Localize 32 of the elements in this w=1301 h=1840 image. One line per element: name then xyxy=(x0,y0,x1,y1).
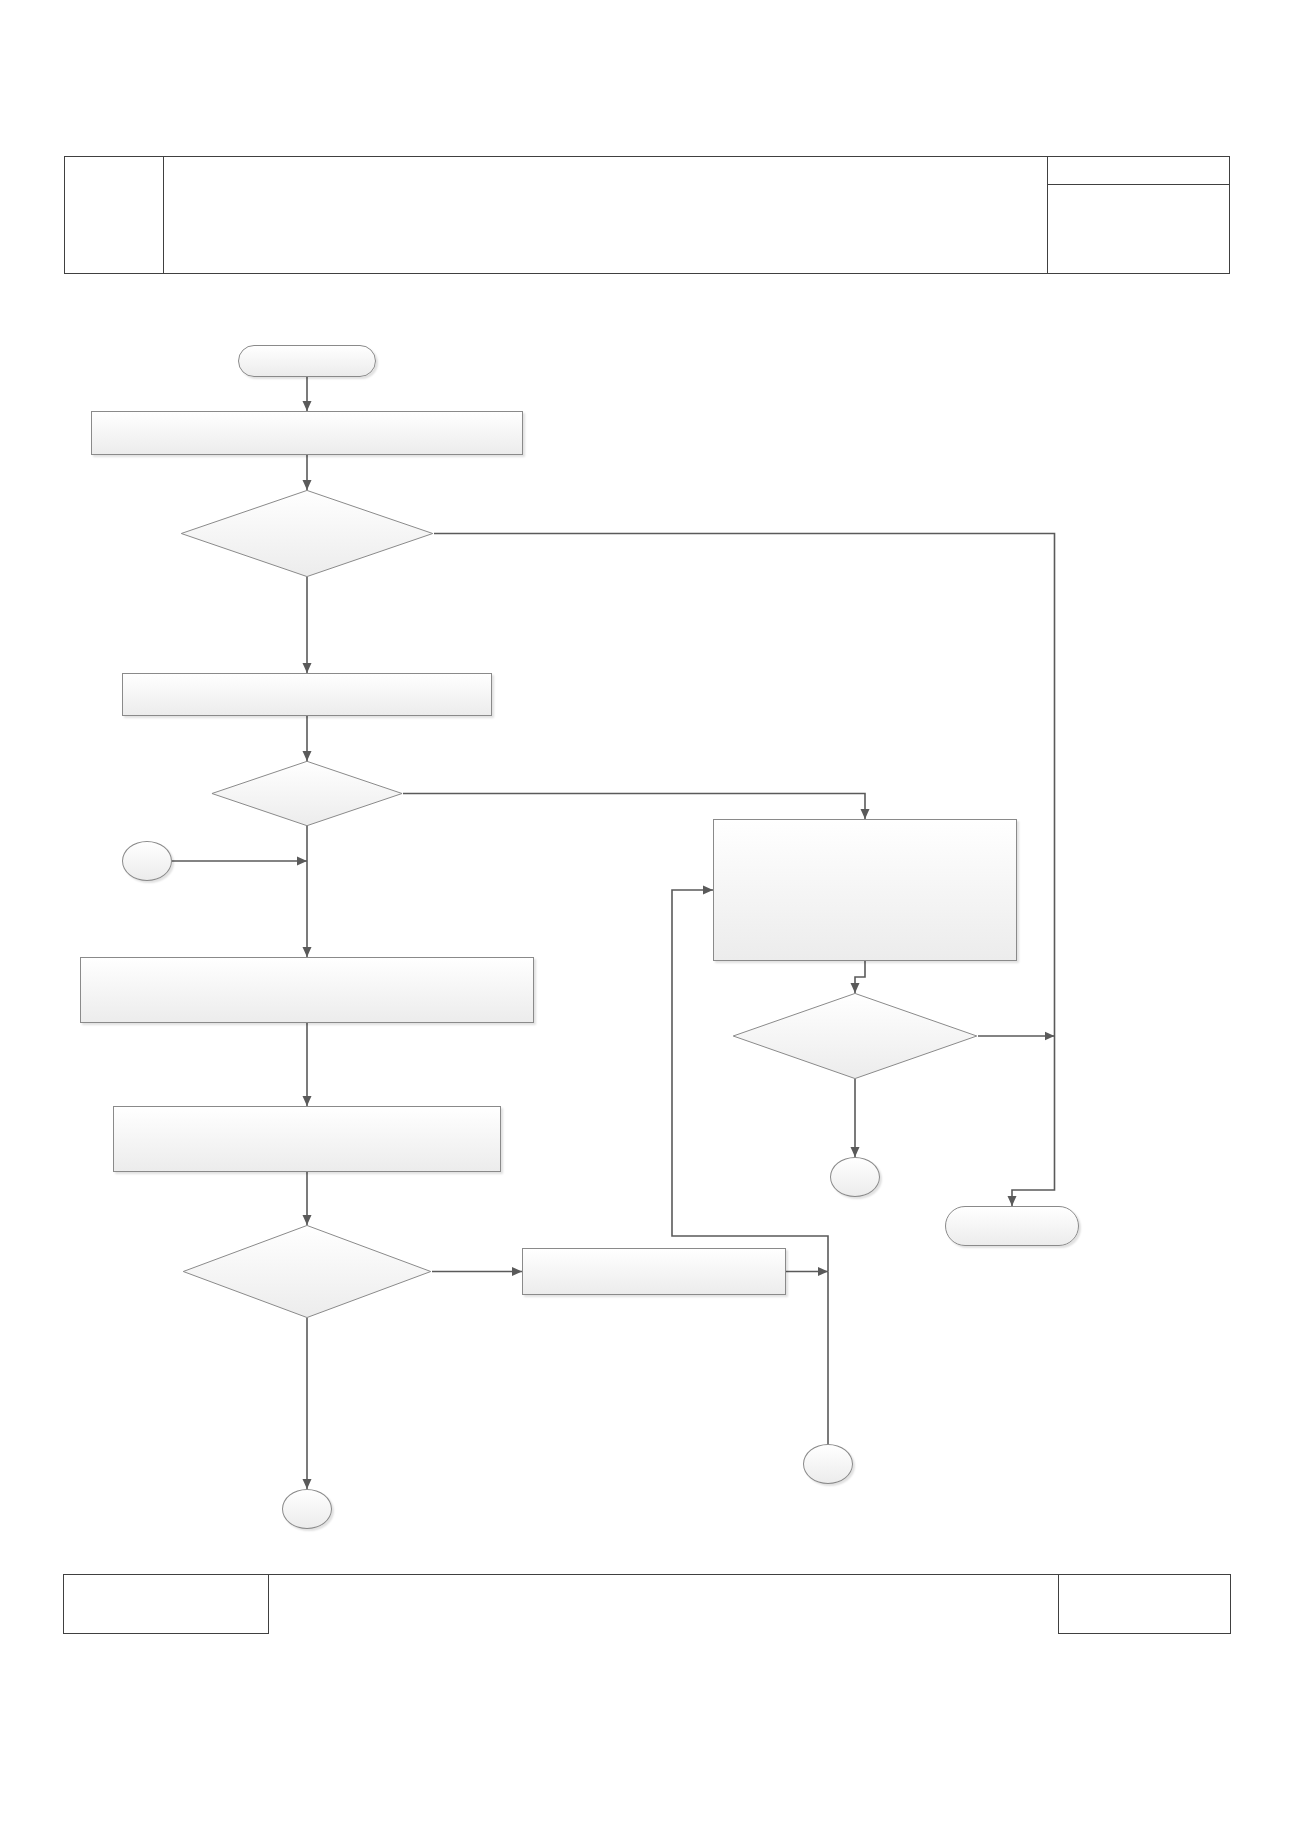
arrow xyxy=(302,454,312,491)
process-box xyxy=(91,411,523,455)
connector-circle xyxy=(830,1157,880,1197)
arrow xyxy=(171,856,308,866)
arrow xyxy=(850,960,866,994)
process-box xyxy=(122,673,492,716)
arrow xyxy=(785,1267,829,1276)
decision-diamond xyxy=(180,490,434,577)
process-box xyxy=(522,1248,786,1295)
connector-circle xyxy=(122,841,172,881)
terminator-shape xyxy=(945,1206,1079,1246)
connector-circle xyxy=(803,1444,853,1484)
process-box xyxy=(80,957,534,1023)
arrow xyxy=(302,1171,312,1226)
decision-diamond xyxy=(182,1225,432,1318)
arrow xyxy=(850,1078,860,1158)
arrow xyxy=(302,1317,312,1490)
connector-circle xyxy=(282,1489,332,1529)
arrow xyxy=(402,792,870,820)
arrow xyxy=(977,1031,1056,1041)
decision-diamond xyxy=(732,993,978,1079)
arrow xyxy=(302,1022,312,1107)
arrow xyxy=(302,715,312,762)
arrow xyxy=(302,576,312,674)
decision-diamond xyxy=(211,761,403,826)
terminator-shape xyxy=(238,345,376,377)
connector-line xyxy=(433,532,1056,1037)
arrow xyxy=(431,1267,523,1276)
process-box xyxy=(113,1106,501,1172)
arrow xyxy=(1007,1035,1056,1207)
process-box xyxy=(713,819,1017,961)
arrow xyxy=(302,376,312,412)
